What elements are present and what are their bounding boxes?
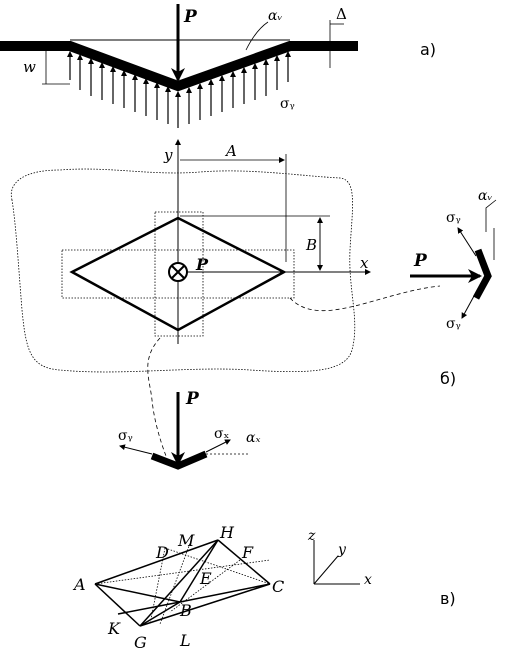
right-force-label: P <box>413 251 428 271</box>
point-h: H <box>219 523 235 542</box>
angle-leader-a <box>245 21 269 51</box>
panel-tag-a: а) <box>420 40 436 59</box>
right-angle-label: αᵥ <box>478 188 493 204</box>
bottom-force-label: P <box>185 389 200 409</box>
panel-b: y x P A B P σᵧ σᵧ αᵥ P <box>10 139 497 470</box>
point-d: D <box>155 543 169 562</box>
triad-y-label: y <box>337 542 347 558</box>
bottom-detail-leader <box>147 337 167 457</box>
panel-a: w P αᵥ <box>0 4 436 128</box>
plate-profile <box>0 41 358 92</box>
right-stress-bottom-label: σᵧ <box>446 316 461 332</box>
panel-tag-c: в) <box>440 589 456 608</box>
right-stress-bottom <box>461 295 475 319</box>
vertical-box <box>154 211 204 337</box>
x-axis-label: x <box>360 254 369 272</box>
dim-b-label: B <box>305 236 317 254</box>
y-axis-label: y <box>163 146 173 164</box>
hidden-edges <box>94 537 271 625</box>
right-detail-leader <box>289 285 441 312</box>
bottom-stress-right <box>205 439 231 453</box>
right-angle-leader <box>485 199 497 232</box>
right-wedge <box>472 248 492 300</box>
point-f: F <box>241 543 254 562</box>
panel-c: A B C D E F G H K L M z y x в) <box>72 523 456 650</box>
point-a: A <box>72 575 86 594</box>
bottom-wedge <box>150 450 208 470</box>
bottom-angle-label: αₓ <box>246 430 260 446</box>
point-m: M <box>177 531 195 550</box>
triad-x-label: x <box>364 572 372 588</box>
pressure-arrows <box>67 51 291 128</box>
solid-edges <box>94 539 271 627</box>
point-c: C <box>272 577 284 596</box>
point-l: L <box>179 631 191 650</box>
deflection-label: w <box>23 58 36 76</box>
point-b: B <box>179 601 192 620</box>
stress-label-a: σᵧ <box>280 96 295 112</box>
angle-label-a: αᵥ <box>268 8 283 24</box>
point-g: G <box>134 633 147 650</box>
center-force-label: P <box>195 255 209 274</box>
dim-a-label: A <box>224 142 237 160</box>
triad-z-label: z <box>307 528 316 544</box>
right-stress-top-label: σᵧ <box>446 210 461 226</box>
bottom-stress-left-label: σᵧ <box>118 428 133 444</box>
panel-tag-b: б) <box>440 369 456 388</box>
delta-label: Δ <box>336 5 347 23</box>
triad-y <box>313 555 339 585</box>
right-stress-top <box>457 227 477 257</box>
point-k: K <box>107 619 121 638</box>
bottom-stress-right-label: σₓ <box>214 426 230 442</box>
force-label-a: P <box>183 7 198 27</box>
rhombus <box>69 216 287 332</box>
point-e: E <box>199 569 212 588</box>
bottom-stress-left <box>119 444 153 455</box>
